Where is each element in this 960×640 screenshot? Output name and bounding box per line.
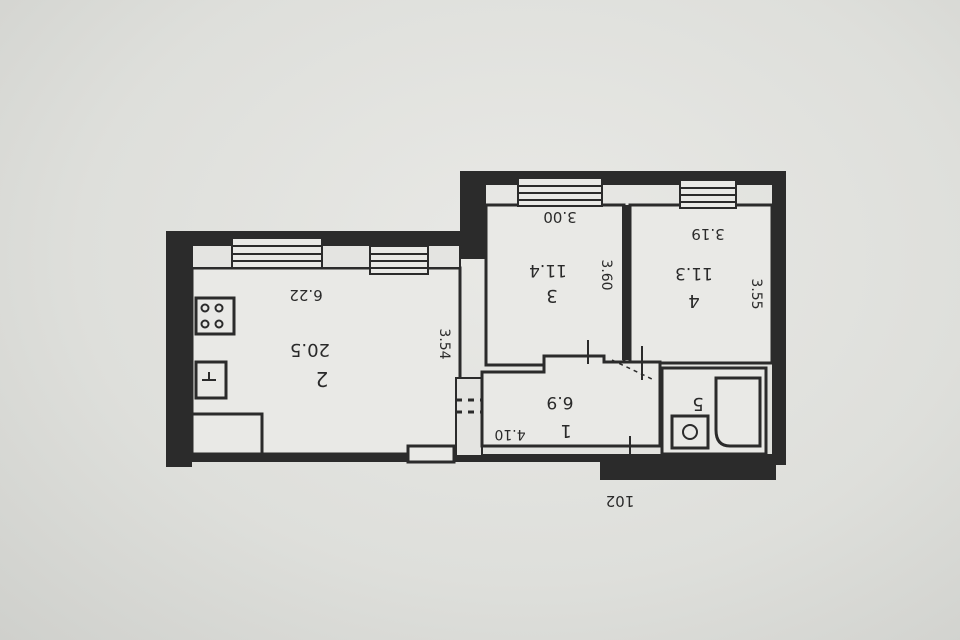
partition-3-4 xyxy=(622,205,630,360)
outer-walls xyxy=(166,171,786,480)
room-3-width: 3.00 xyxy=(543,208,576,226)
bathtub-icon xyxy=(714,376,762,448)
window-room-4 xyxy=(679,179,737,209)
bottom-wall-right xyxy=(600,462,776,480)
room-1-number: 1 xyxy=(560,420,571,441)
step-wall xyxy=(460,171,486,259)
room-1-label: 6.9 1 4.10 xyxy=(494,392,573,442)
room-5-label: 5 xyxy=(692,393,703,414)
bottom-wall xyxy=(178,454,778,462)
right-wall xyxy=(772,185,786,465)
stove-icon xyxy=(194,296,236,336)
window-room-2-right xyxy=(369,245,429,275)
room-3-depth: 3.60 xyxy=(598,259,614,290)
left-wall xyxy=(166,231,192,467)
sink-icon xyxy=(194,360,228,400)
room-2-area: 20.5 xyxy=(290,339,330,360)
room-2-width: 6.22 xyxy=(289,286,322,304)
room-3-number: 3 xyxy=(546,285,557,306)
room-4-width: 3.19 xyxy=(691,225,724,243)
room-3-area: 11.4 xyxy=(529,260,567,280)
room-1 xyxy=(480,354,662,448)
kitchen-counter xyxy=(190,412,264,456)
room-4-label: 3.19 11.3 4 3.55 xyxy=(675,225,764,311)
room-1-width: 4.10 xyxy=(494,426,525,442)
window-room-2-left xyxy=(231,237,323,269)
room-4-depth: 3.55 xyxy=(748,278,764,309)
room-2-label: 2 20.5 6.22 3.54 xyxy=(289,286,452,391)
room-4 xyxy=(628,203,774,365)
room-3-label: 3.00 11.4 3 3.60 xyxy=(529,208,614,306)
toilet-icon xyxy=(670,414,710,450)
top-wall-right xyxy=(460,171,786,185)
room-2-depth: 3.54 xyxy=(436,328,452,359)
room-2-number: 2 xyxy=(316,367,329,391)
room-1-area: 6.9 xyxy=(546,392,573,412)
room-5-number: 5 xyxy=(692,393,703,414)
window-room-3 xyxy=(517,177,603,207)
room-4-area: 11.3 xyxy=(675,263,713,283)
room-4-number: 4 xyxy=(688,290,699,311)
partition-hall xyxy=(455,377,483,457)
entrance-mark: 102 xyxy=(606,492,635,510)
niche xyxy=(406,444,456,464)
